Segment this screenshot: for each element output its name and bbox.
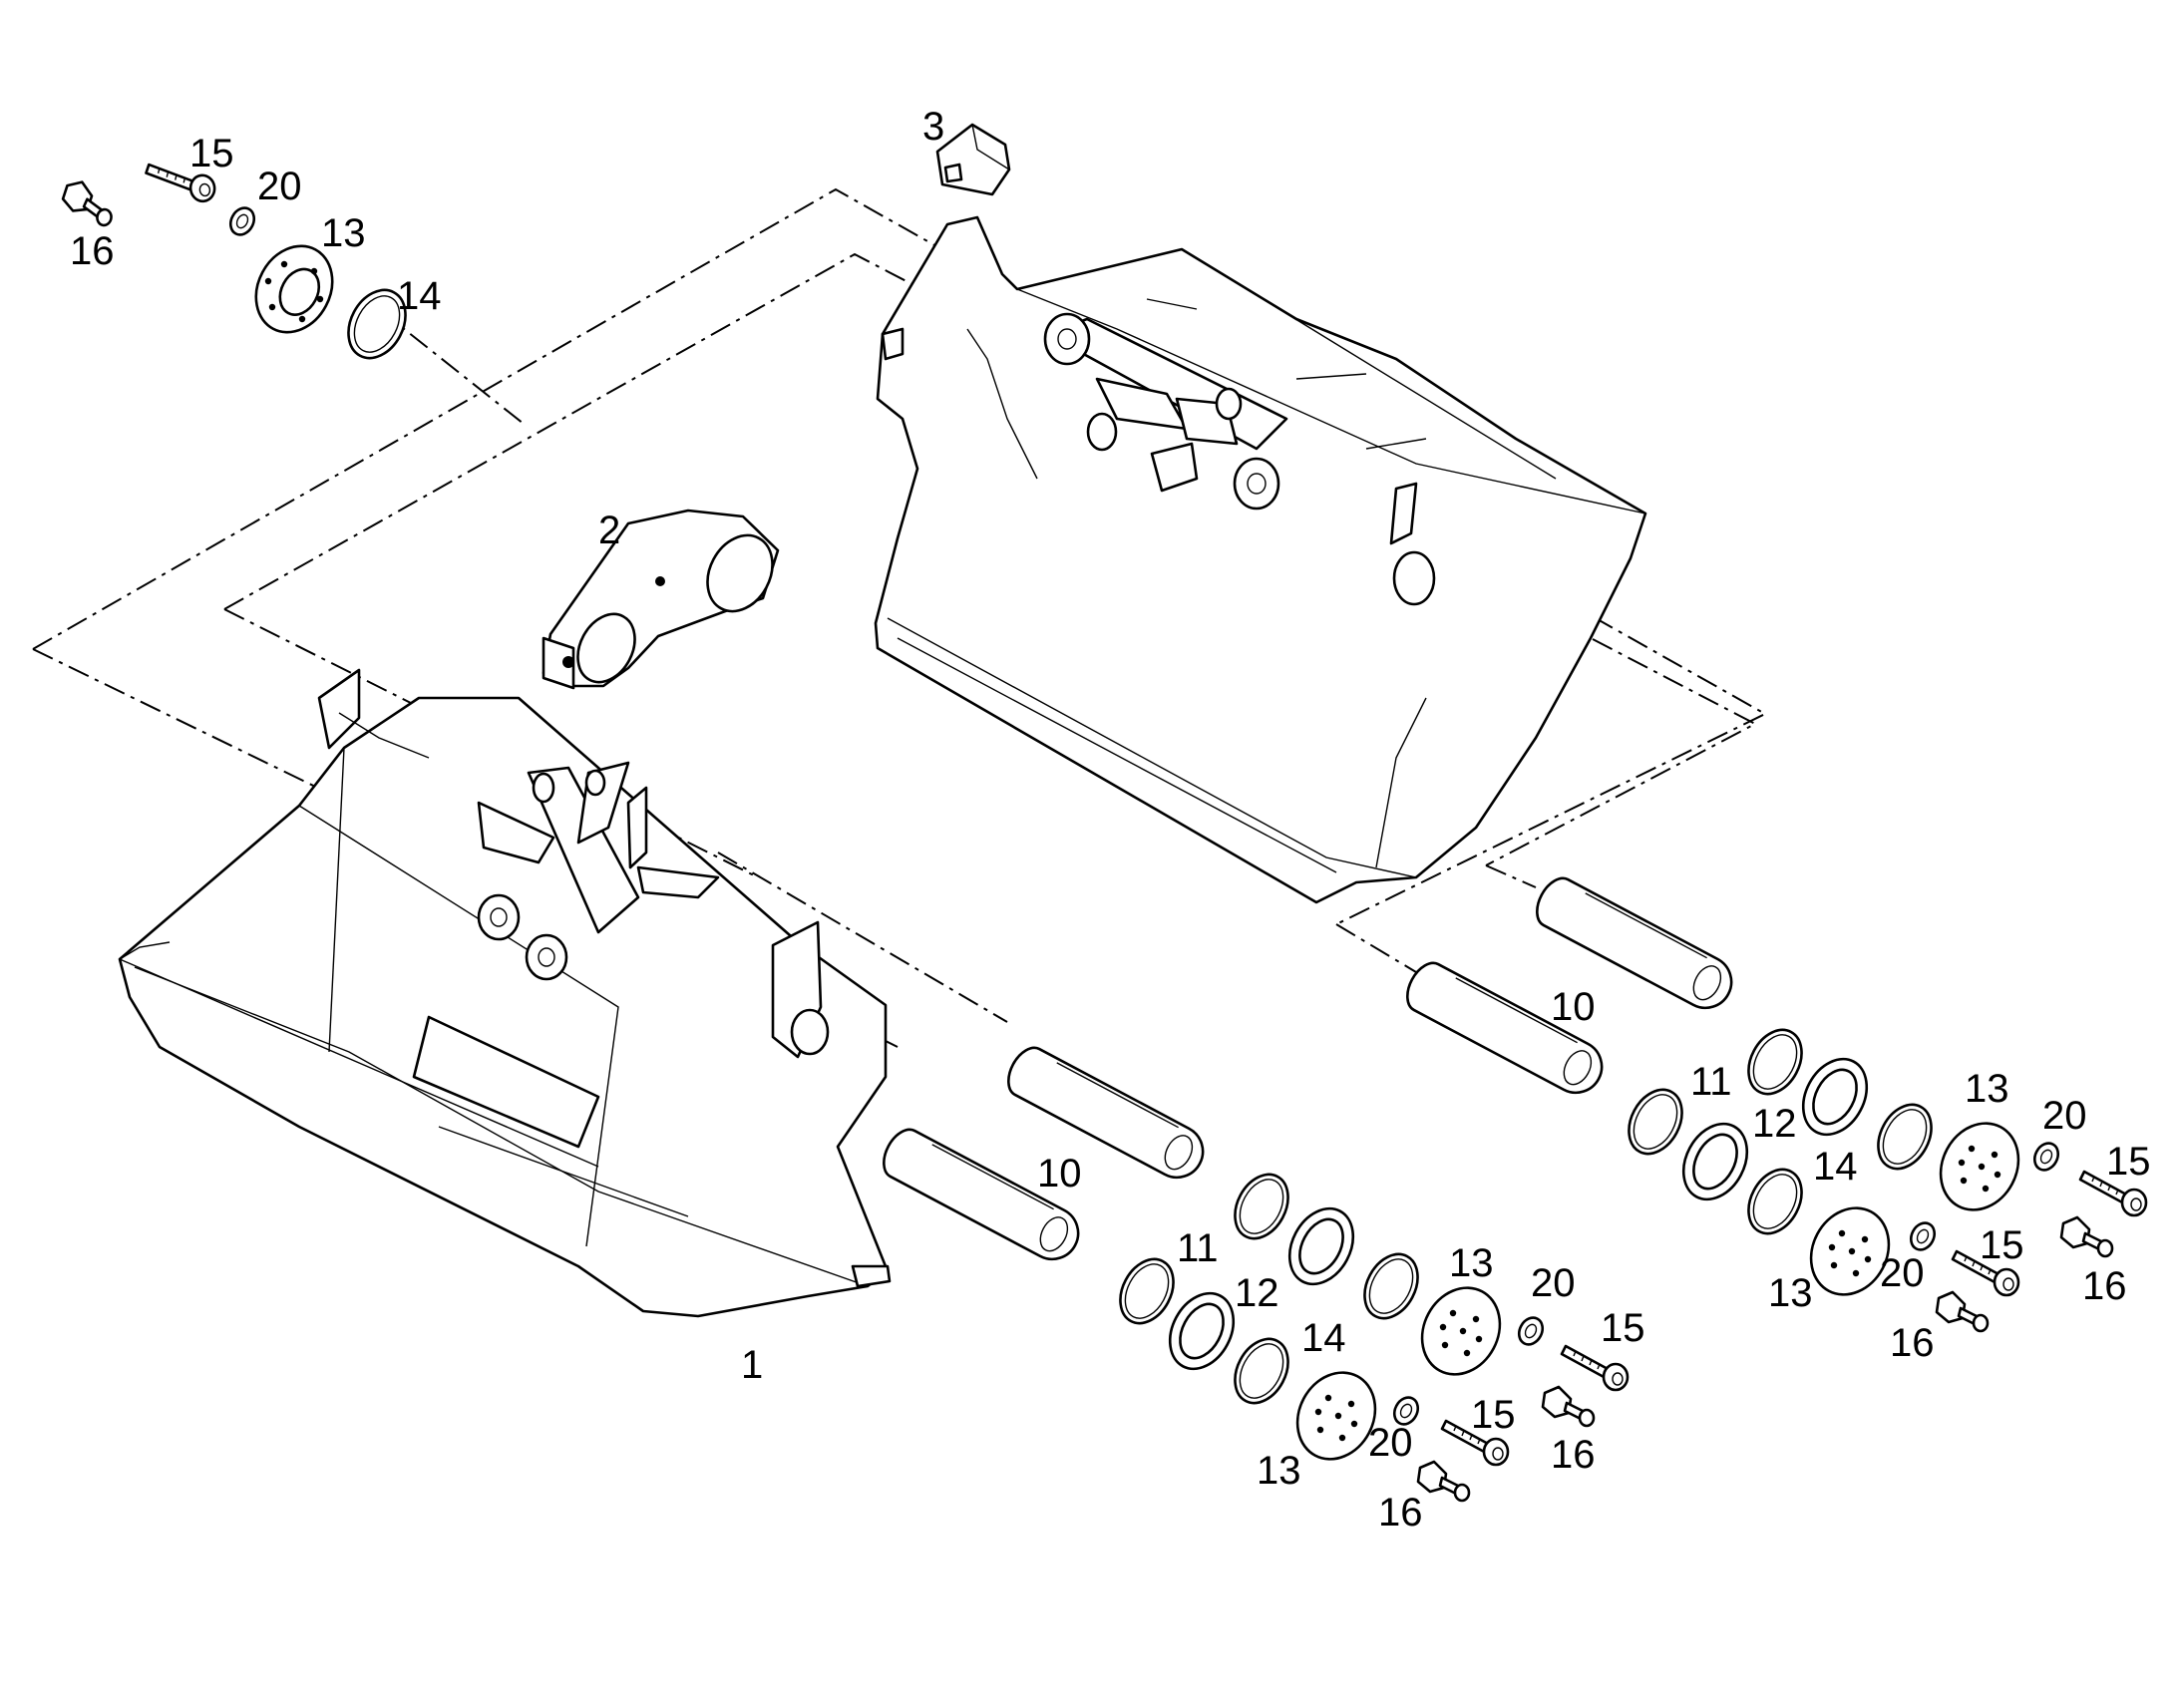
pin-10-rear-b <box>1398 955 1613 1104</box>
ring-12-rear-a <box>1789 1046 1881 1148</box>
callout-14-rear: 14 <box>1813 1145 1858 1189</box>
bucket-large <box>874 215 1647 904</box>
ring-11-front <box>1108 1248 1186 1334</box>
washer-20-top <box>224 202 260 240</box>
callout-20-rear-b: 20 <box>1880 1251 1925 1295</box>
pin-10-front-a <box>999 1040 1214 1189</box>
callout-15-front-a: 15 <box>1601 1306 1645 1350</box>
bucket-small <box>118 668 892 1318</box>
nipple-16-front-b <box>1416 1460 1471 1503</box>
washer-20-rear-b <box>1905 1217 1941 1255</box>
plate-13-top <box>254 244 334 334</box>
ring-14-top <box>347 288 407 360</box>
callout-16-front-a: 16 <box>1551 1433 1596 1477</box>
callout-14-front: 14 <box>1301 1316 1346 1360</box>
callout-20-front-a: 20 <box>1531 1261 1576 1305</box>
callout-13-rear-a: 13 <box>1965 1067 2009 1111</box>
nipple-16-rear-b <box>1935 1290 1990 1333</box>
callout-15-top: 15 <box>189 132 234 175</box>
ring-14-front-a <box>1223 1164 1300 1249</box>
nipple-16-top <box>58 177 119 228</box>
callout-13-rear-b: 13 <box>1768 1271 1813 1315</box>
callout-11-front: 11 <box>1177 1226 1219 1270</box>
callout-20-rear-a: 20 <box>2042 1094 2087 1138</box>
ring-12-rear-b <box>1669 1111 1761 1212</box>
ring-14-rear-c <box>1736 1159 1814 1244</box>
callout-labels: 1 2 3 10 10 11 11 12 12 14 14 14 13 13 1… <box>70 105 2151 1535</box>
callout-16-top: 16 <box>70 229 115 273</box>
pin-10-front-b <box>875 1122 1089 1270</box>
callout-12-rear: 12 <box>1752 1102 1797 1146</box>
callout-10-front: 10 <box>1037 1152 1082 1196</box>
bolt-15-front-a <box>1560 1344 1630 1392</box>
ring-12-front-a <box>1275 1196 1367 1297</box>
ring-11-rear <box>1617 1079 1694 1165</box>
link-arm <box>542 509 780 690</box>
callout-3: 3 <box>922 105 944 149</box>
callout-13-top: 13 <box>321 211 366 255</box>
callout-20-front-b: 20 <box>1368 1421 1413 1465</box>
bucket-tooth <box>935 123 1011 196</box>
ring-14-front-c <box>1223 1328 1300 1414</box>
ring-14-front-b <box>1352 1243 1430 1329</box>
washer-20-front-a <box>1513 1312 1549 1350</box>
pin-set-top <box>58 155 407 360</box>
callout-1: 1 <box>741 1343 763 1387</box>
callout-16-rear-a: 16 <box>2082 1264 2127 1308</box>
callout-2: 2 <box>598 509 620 552</box>
nipple-16-front-a <box>1541 1385 1596 1428</box>
nipple-16-rear-a <box>2059 1215 2114 1258</box>
callout-12-front: 12 <box>1235 1271 1279 1315</box>
callout-16-rear-b: 16 <box>1890 1321 1935 1365</box>
callout-16-front-b: 16 <box>1378 1491 1423 1535</box>
callout-11-rear: 11 <box>1690 1060 1732 1104</box>
callout-13-front-a: 13 <box>1449 1241 1494 1285</box>
callout-10-rear: 10 <box>1551 985 1596 1029</box>
washer-20-rear-a <box>2028 1138 2064 1176</box>
callout-14-top: 14 <box>397 274 442 318</box>
callout-15-rear-b: 15 <box>1980 1223 2024 1267</box>
plate-13-rear-a <box>1924 1108 2035 1225</box>
callout-20-top: 20 <box>257 165 302 208</box>
ring-14-rear-b <box>1866 1094 1944 1180</box>
callout-15-front-b: 15 <box>1471 1393 1516 1437</box>
callout-13-front-b: 13 <box>1257 1449 1301 1493</box>
callout-15-rear-a: 15 <box>2106 1140 2151 1184</box>
ring-14-rear-a <box>1736 1019 1814 1105</box>
plate-13-front-a <box>1405 1272 1517 1390</box>
